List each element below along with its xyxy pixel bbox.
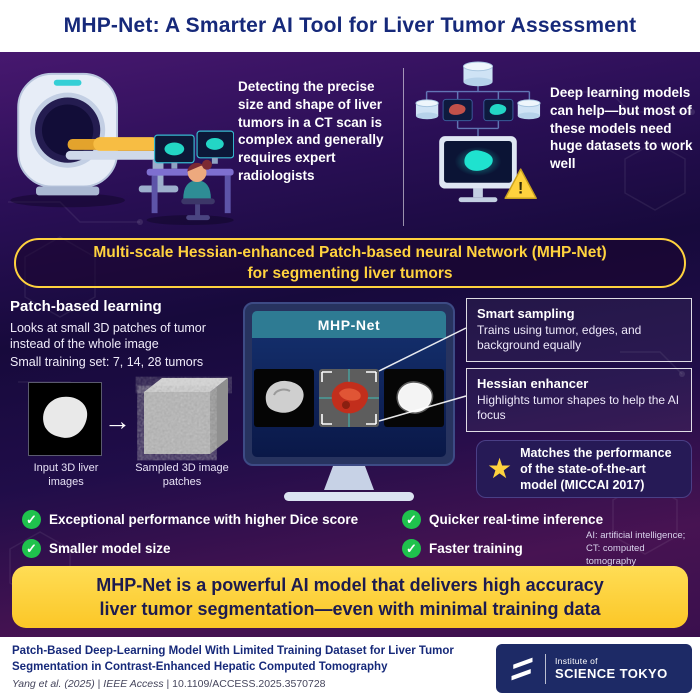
- award-text: Matches the performance of the state-of-…: [520, 446, 672, 492]
- input-scan-thumb: [254, 368, 314, 427]
- benefit-label: Smaller model size: [49, 541, 171, 556]
- citation-separator: |: [97, 678, 101, 690]
- citation-authors: Yang et al. (2025): [12, 678, 95, 690]
- hessian-enhancer-desc: Highlights tumor shapes to help the AI f…: [477, 393, 680, 423]
- ct-gantry-icon: [17, 72, 119, 196]
- sampled-patch-label: Sampled 3D image patches: [135, 462, 229, 488]
- workstation-monitors-icon: [153, 130, 234, 169]
- solution-banner-line2: for segmenting liver tumors: [247, 265, 453, 282]
- problem-right-text: Deep learning models can help—but most o…: [550, 85, 693, 172]
- benefit-dice-score: ✓ Exceptional performance with higher Di…: [22, 510, 358, 529]
- patch-cube-icon: [144, 378, 228, 454]
- logo-divider: [545, 653, 546, 684]
- conclusion-banner: MHP-Net is a powerful AI model that deli…: [12, 566, 688, 628]
- conclusion-line1: MHP-Net is a powerful AI model that deli…: [96, 574, 604, 595]
- citation-separator: |: [166, 678, 170, 690]
- citation-doi: 10.1109/ACCESS.2025.3570728: [172, 678, 326, 690]
- mhpnet-screen-title: MHP-Net: [252, 311, 446, 338]
- warning-icon: !: [504, 168, 537, 199]
- liver-silhouette-icon: [43, 396, 88, 438]
- patch-learning-title: Patch-based learning: [10, 298, 162, 315]
- hessian-enhancer-callout: Hessian enhancer Highlights tumor shapes…: [466, 368, 692, 432]
- monitor-stand-base: [284, 492, 414, 501]
- svg-text:!: !: [518, 179, 523, 197]
- mhpnet-monitor: MHP-Net: [243, 302, 455, 501]
- network-links: [425, 83, 531, 137]
- problem-left-text: Detecting the precise size and shape of …: [238, 79, 384, 184]
- monitor-frame: MHP-Net: [243, 302, 455, 466]
- award-box: ★ Matches the performance of the state-o…: [476, 440, 692, 498]
- panel-divider: [403, 68, 404, 226]
- enhanced-tumor-thumb: [384, 368, 444, 427]
- ai-monitor-icon: [439, 136, 517, 203]
- solution-banner: Multi-scale Hessian-enhanced Patch-based…: [14, 238, 686, 288]
- input-image-label: Input 3D liver images: [33, 462, 99, 488]
- logo-science-tokyo: SCIENCE TOKYO: [555, 666, 668, 681]
- science-tokyo-logo: Institute of SCIENCE TOKYO: [496, 644, 692, 693]
- benefit-training: ✓ Faster training: [402, 539, 523, 558]
- segmented-tumor-thumb: [319, 368, 379, 427]
- input-liver-image: [28, 382, 102, 456]
- scan-thumbnails: [252, 338, 446, 457]
- database-icon: [415, 61, 541, 120]
- radiologist-figure: [181, 159, 215, 221]
- deep-learning-illustration: !: [415, 61, 541, 203]
- paper-title: Patch-Based Deep-Learning Model With Lim…: [12, 645, 454, 673]
- check-icon: ✓: [22, 539, 41, 558]
- check-icon: ✓: [402, 539, 421, 558]
- arrow-icon: →: [104, 406, 131, 436]
- abbreviation-line2: CT: computed tomography: [586, 542, 645, 567]
- citation: Yang et al. (2025) | IEEE Access | 10.11…: [12, 678, 326, 690]
- benefit-label: Quicker real-time inference: [429, 512, 604, 527]
- science-tokyo-mark-icon: [511, 657, 533, 680]
- smart-sampling-callout: Smart sampling Trains using tumor, edges…: [466, 298, 692, 362]
- liver-image-cards: [442, 98, 514, 122]
- main-body: Detecting the precise size and shape of …: [0, 52, 700, 637]
- benefit-label: Exceptional performance with higher Dice…: [49, 512, 359, 527]
- benefit-model-size: ✓ Smaller model size: [22, 539, 171, 558]
- monitor-screen: MHP-Net: [252, 311, 446, 457]
- footer: Patch-Based Deep-Learning Model With Lim…: [0, 637, 700, 700]
- logo-institute-of: Institute of: [555, 656, 598, 666]
- hessian-enhancer-title: Hessian enhancer: [477, 376, 589, 391]
- citation-journal: IEEE Access: [103, 678, 164, 690]
- header: MHP-Net: A Smarter AI Tool for Liver Tum…: [0, 0, 700, 52]
- check-icon: ✓: [402, 510, 421, 529]
- star-icon: ★: [487, 453, 513, 484]
- training-set-text: Small training set: 7, 14, 28 tumors: [10, 355, 204, 369]
- sampled-patch-cube: [132, 372, 232, 467]
- patch-learning-desc: Looks at small 3D patches of tumor inste…: [10, 321, 206, 352]
- page-title: MHP-Net: A Smarter AI Tool for Liver Tum…: [63, 14, 637, 37]
- solution-banner-line1: Multi-scale Hessian-enhanced Patch-based…: [93, 243, 607, 261]
- abbreviation-line1: AI: artificial intelligence;: [586, 530, 686, 541]
- benefit-inference: ✓ Quicker real-time inference: [402, 510, 603, 529]
- check-icon: ✓: [22, 510, 41, 529]
- ct-scanner-illustration: [10, 72, 234, 226]
- smart-sampling-title: Smart sampling: [477, 306, 575, 321]
- monitor-stand-neck: [324, 466, 374, 490]
- smart-sampling-desc: Trains using tumor, edges, and backgroun…: [477, 323, 642, 353]
- abbreviations: AI: artificial intelligence; CT: compute…: [586, 530, 696, 568]
- conclusion-line2: liver tumor segmentation—even with minim…: [99, 599, 601, 619]
- benefit-label: Faster training: [429, 541, 523, 556]
